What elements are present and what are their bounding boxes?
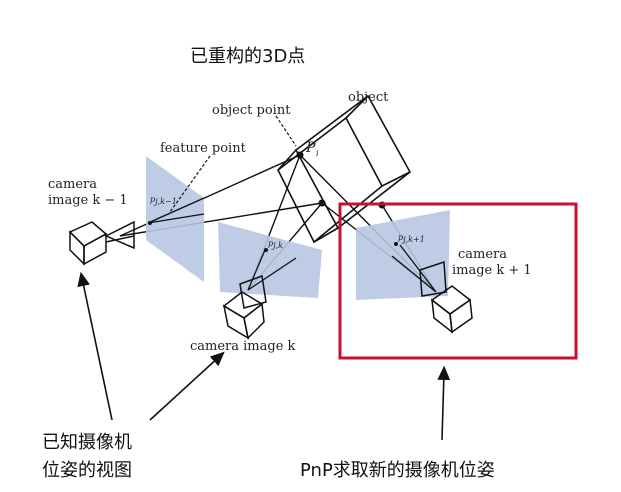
pnp-new-camera-pose-label: PnP求取新的摄像机位姿 xyxy=(300,460,495,481)
camera-k-minus-1-label-line2: image k − 1 xyxy=(48,193,128,208)
arrow-pnp-to-new-camera xyxy=(437,365,451,441)
image-plane-k xyxy=(218,222,322,298)
camera-k xyxy=(222,274,267,340)
projection-k-minus-1-label: pj,k−1 xyxy=(150,195,177,206)
image-plane-k-plus-1 xyxy=(356,210,450,300)
known-pose-views-label-line2: 位姿的视图 xyxy=(42,460,132,481)
projection-k-plus-1-label: pj,k+1 xyxy=(398,233,425,244)
known-pose-views-label-line1: 已知摄像机 xyxy=(42,432,132,453)
arrow-known-to-cam-k xyxy=(149,351,225,421)
camera-k-minus-1-label-line1: camera xyxy=(48,177,97,192)
camera-k-plus-1-label-line1: camera xyxy=(458,247,507,262)
reconstructed-3d-points-label: 已重构的3D点 xyxy=(190,46,305,67)
point-i-label: P xyxy=(305,140,316,156)
camera-k-label: camera image k xyxy=(190,339,296,354)
camera-k-minus-1 xyxy=(68,220,135,266)
projection-k-label: pj,k xyxy=(268,239,283,250)
arrow-known-to-cam-prev xyxy=(77,271,113,421)
object-point-label: object point xyxy=(212,103,291,118)
object-label: object xyxy=(348,90,389,105)
object-points xyxy=(296,151,386,209)
new-camera-highlight-box xyxy=(338,202,578,360)
camera-k-plus-1-label-line2: image k + 1 xyxy=(452,263,532,278)
feature-point-label: feature point xyxy=(160,141,247,156)
svg-text:i: i xyxy=(316,149,319,158)
camera-k-plus-1 xyxy=(419,260,473,334)
